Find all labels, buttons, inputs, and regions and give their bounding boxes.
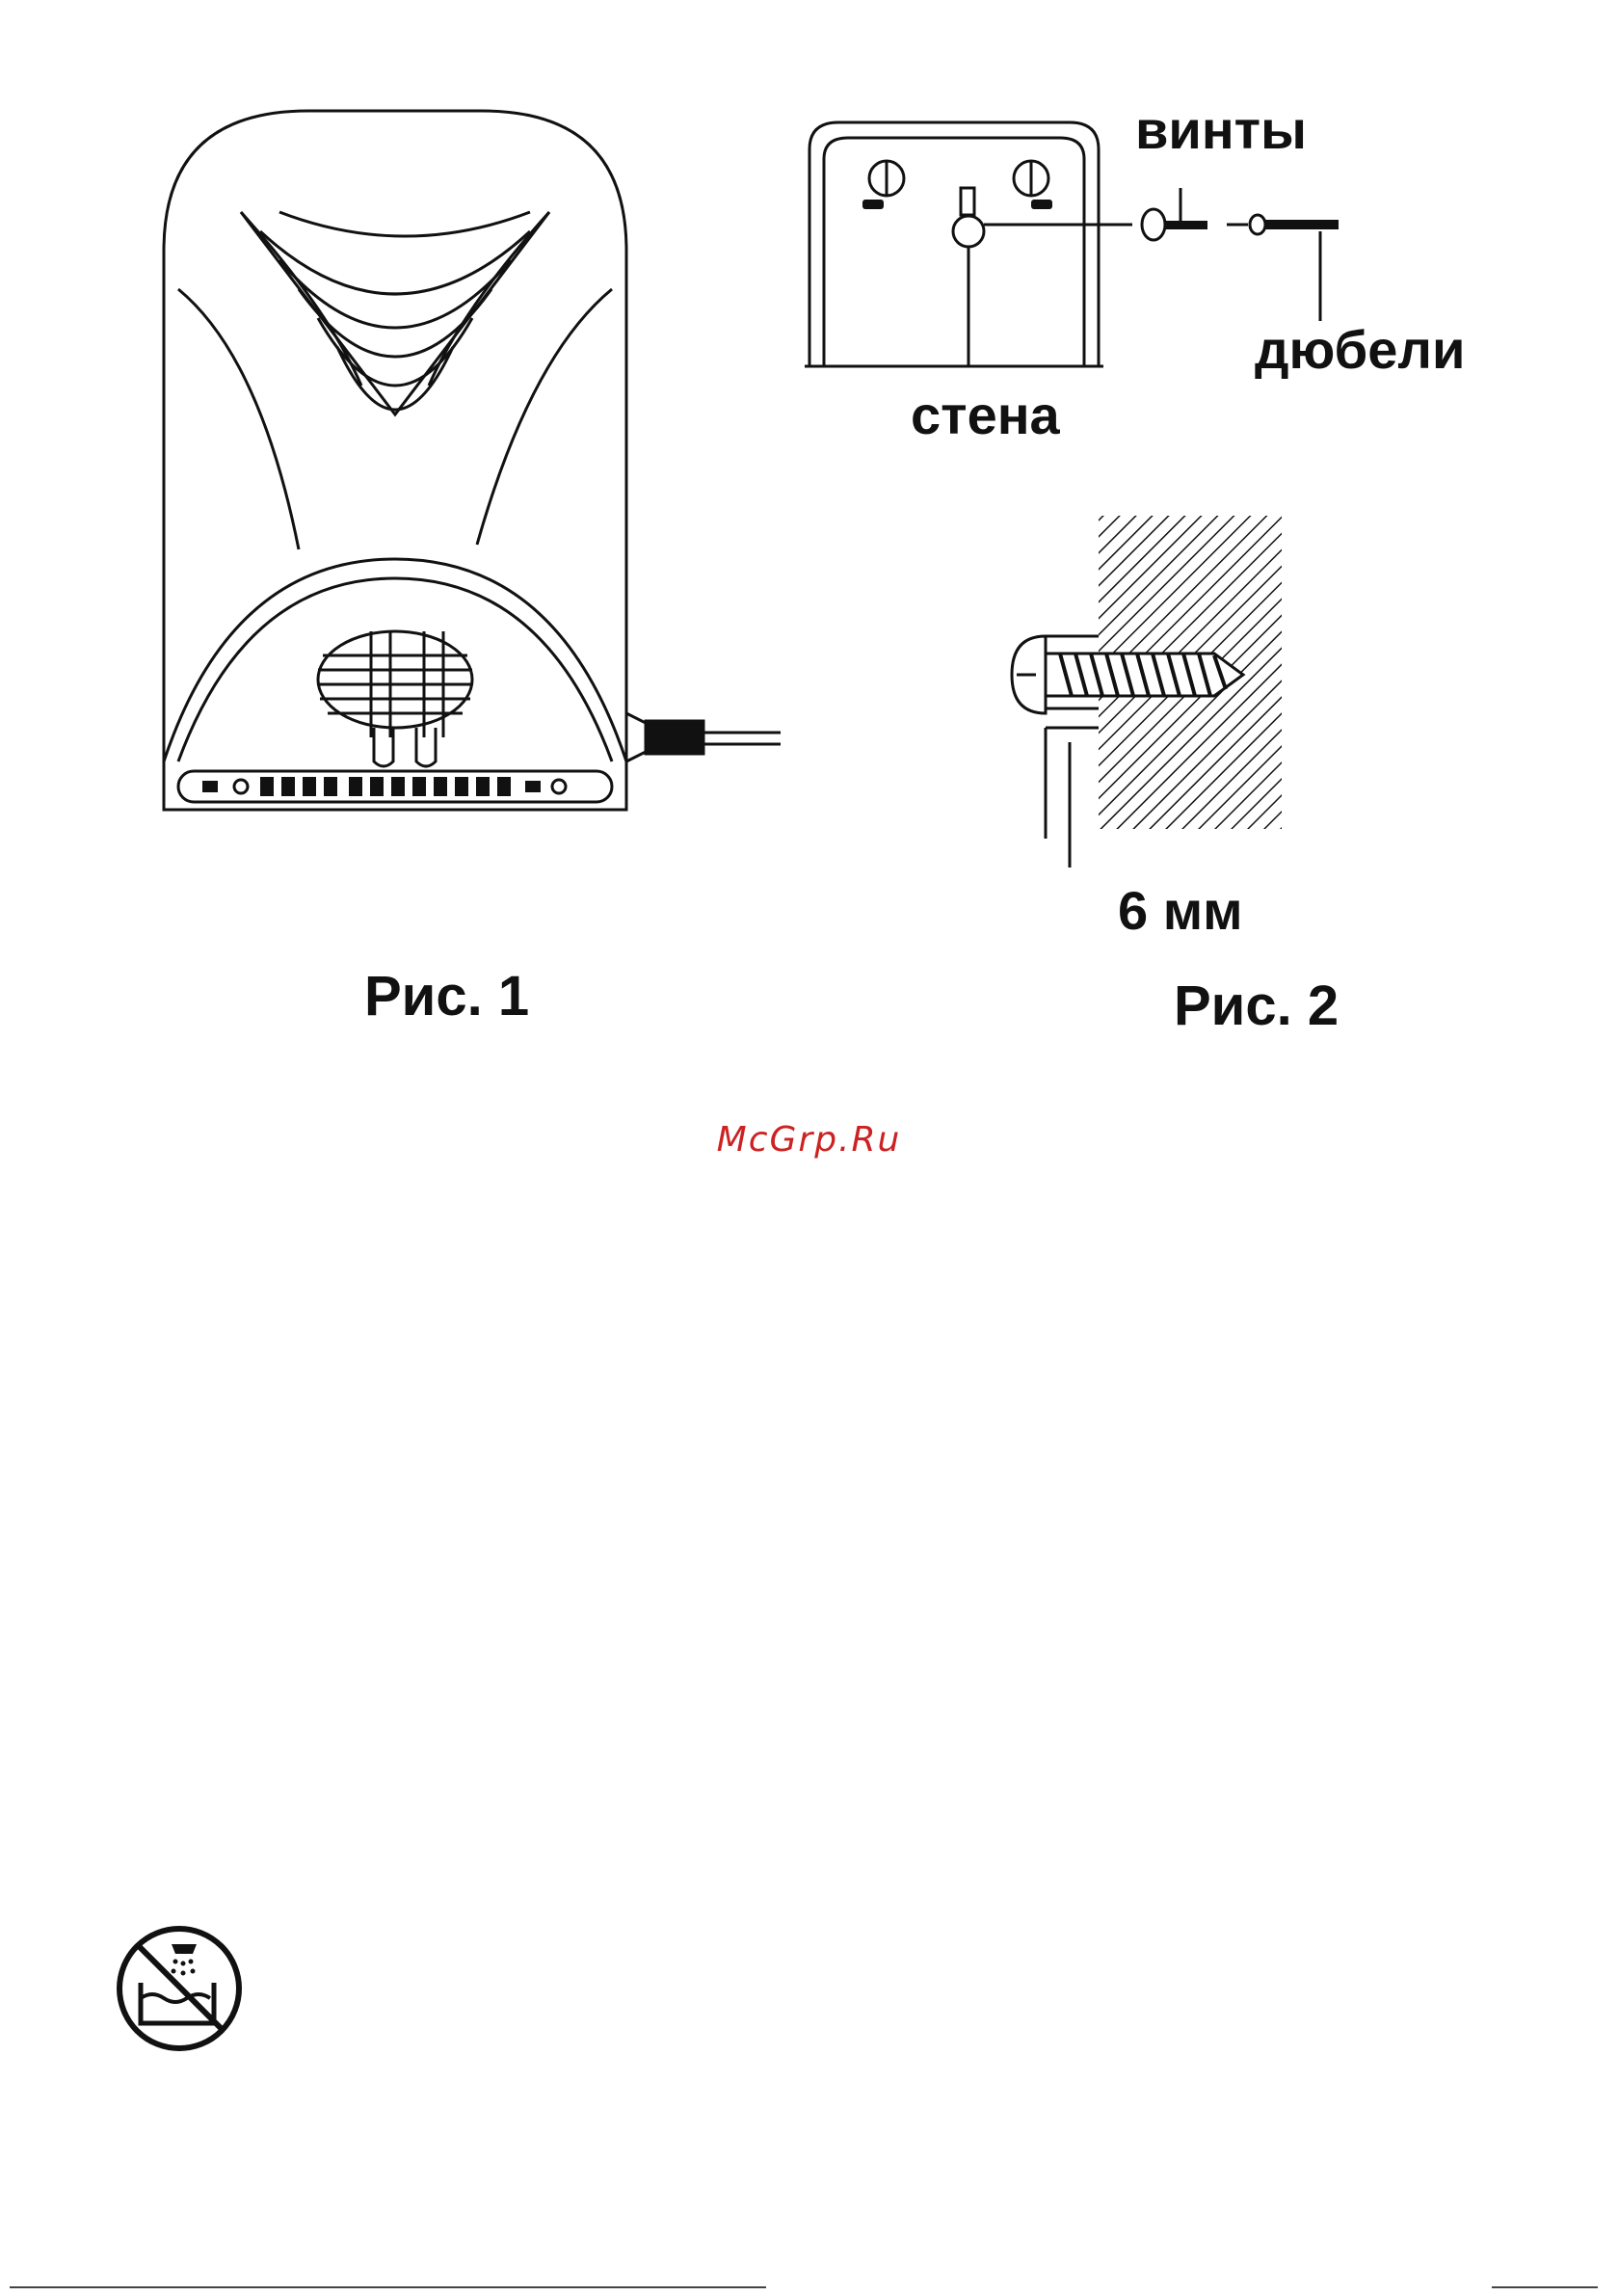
label-screws: винты <box>1135 98 1307 161</box>
label-wall: стена <box>911 384 1060 446</box>
footer-rule-right <box>1492 2286 1598 2288</box>
label-depth: 6 мм <box>1118 879 1243 942</box>
figure-2-screw-wall-drawing <box>993 511 1301 877</box>
label-dowels: дюбели <box>1255 318 1465 381</box>
no-water-bath-icon <box>114 1923 245 2054</box>
figure-1-heater-drawing <box>145 96 819 839</box>
footer-rule-left <box>10 2286 766 2288</box>
figure-1-caption: Рис. 1 <box>364 964 529 1028</box>
figure-2-caption: Рис. 2 <box>1174 974 1339 1038</box>
watermark: McGrp.Ru <box>0 1120 1618 1160</box>
